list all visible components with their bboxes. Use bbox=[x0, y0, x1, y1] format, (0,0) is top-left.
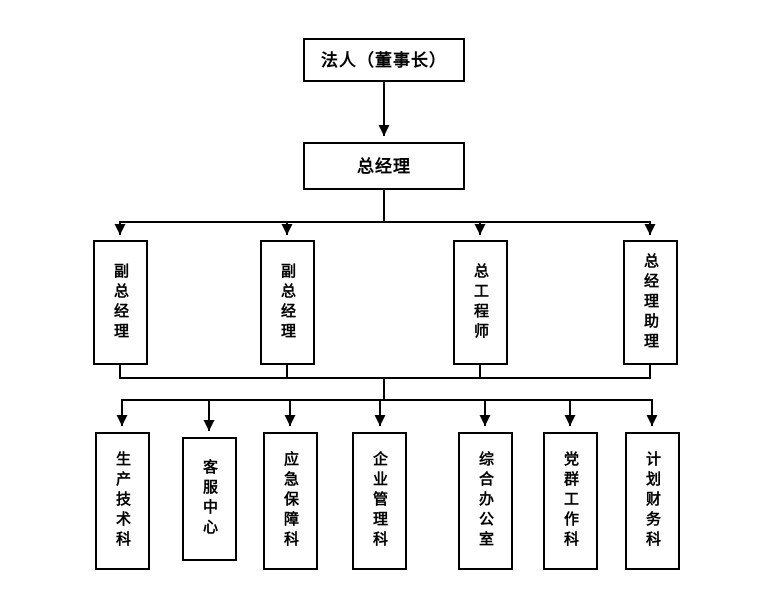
node-label: 总工程师 bbox=[472, 262, 489, 343]
node-label: 法人（董事长） bbox=[321, 50, 447, 70]
node-deputy-general-manager-2: 副总经理 bbox=[260, 240, 315, 365]
node-label: 党群工作科 bbox=[562, 451, 579, 551]
node-label: 副总经理 bbox=[112, 262, 129, 343]
node-label: 综合办公室 bbox=[477, 451, 494, 551]
node-chief-engineer: 总工程师 bbox=[453, 240, 508, 365]
node-planning-finance-dept: 计划财务科 bbox=[625, 432, 680, 570]
node-general-manager: 总经理 bbox=[303, 142, 465, 190]
node-gm-assistant: 总经理助理 bbox=[623, 240, 678, 365]
node-label: 应急保障科 bbox=[282, 451, 299, 551]
node-label: 副总经理 bbox=[279, 262, 296, 343]
node-customer-service-center: 客服中心 bbox=[182, 437, 237, 561]
node-party-mass-work-dept: 党群工作科 bbox=[543, 432, 598, 570]
node-emergency-support-dept: 应急保障科 bbox=[263, 432, 318, 570]
node-label: 生产技术科 bbox=[114, 451, 131, 551]
node-label: 总经理 bbox=[357, 156, 411, 176]
node-deputy-general-manager-1: 副总经理 bbox=[93, 240, 148, 365]
node-general-office: 综合办公室 bbox=[458, 432, 513, 570]
node-enterprise-management-dept: 企业管理科 bbox=[352, 432, 407, 570]
node-production-technology-dept: 生产技术科 bbox=[95, 432, 150, 570]
node-label: 计划财务科 bbox=[644, 451, 661, 551]
node-label: 客服中心 bbox=[201, 459, 218, 539]
node-legal-person-chairman: 法人（董事长） bbox=[303, 38, 465, 82]
node-label: 企业管理科 bbox=[371, 451, 388, 551]
node-label: 总经理助理 bbox=[642, 252, 659, 353]
